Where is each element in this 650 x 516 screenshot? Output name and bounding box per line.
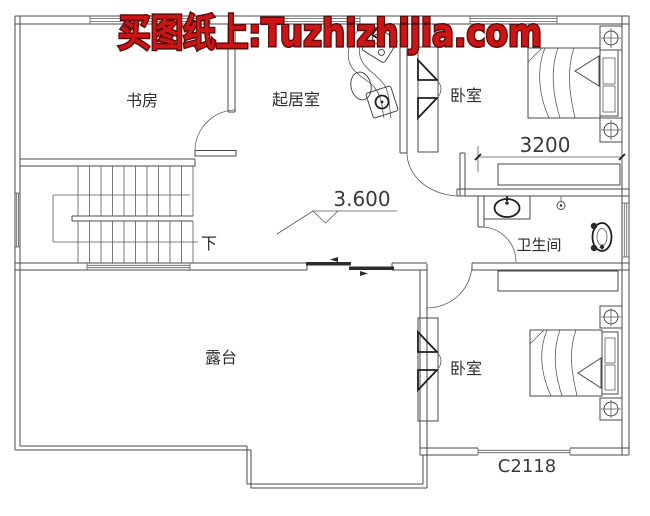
watermark-text: 买图纸上:Tuzhizhijia.com <box>118 11 542 55</box>
nightstand <box>599 305 623 329</box>
bed <box>527 47 619 119</box>
elevation-marker: 3.600 <box>276 187 397 235</box>
pillow <box>574 55 600 87</box>
room-label-bedroom-top: 卧室 <box>450 86 482 105</box>
bar-sink <box>361 26 398 63</box>
bathroom-fixtures <box>483 195 613 252</box>
walls <box>14 15 630 456</box>
room-label-study: 书房 <box>126 91 158 110</box>
wardrobe <box>417 46 442 153</box>
room-labels: 书房 起居室 卧室 卫生间 露台 卧室 <box>126 86 562 378</box>
dimension-label: 3200 <box>520 133 571 157</box>
wardrobe <box>417 317 442 422</box>
windows <box>15 16 629 455</box>
nightstand <box>599 25 623 51</box>
bar-stove <box>365 85 399 119</box>
dresser <box>497 163 621 186</box>
room-label-living: 起居室 <box>272 90 320 109</box>
doors <box>194 109 517 309</box>
dresser <box>497 270 619 292</box>
room-label-terrace: 露台 <box>205 348 237 367</box>
bedroom-top-furniture <box>417 25 623 186</box>
room-label-bathroom: 卫生间 <box>516 236 561 254</box>
sliding-door-panel <box>306 262 351 266</box>
stairs: 下 <box>52 166 217 263</box>
window-code-label: C2118 <box>498 456 556 477</box>
room-label-bedroom-bottom: 卧室 <box>450 359 482 378</box>
floor-level-label: 3.600 <box>333 187 390 211</box>
pillow <box>577 357 602 389</box>
sliding-door-panel <box>349 266 394 270</box>
floor-drain <box>556 201 566 210</box>
bedroom-bottom-furniture <box>417 270 623 422</box>
stairs-down-label: 下 <box>201 234 217 253</box>
kitchenette <box>347 23 399 119</box>
terrace-parapet <box>15 445 428 489</box>
headboard <box>601 331 619 395</box>
nightstand <box>599 117 623 143</box>
toilet <box>590 222 613 252</box>
bed <box>529 329 619 397</box>
basin-oval <box>350 71 372 101</box>
dimension-3200: 3200 <box>474 133 626 172</box>
nightstand <box>599 397 623 421</box>
